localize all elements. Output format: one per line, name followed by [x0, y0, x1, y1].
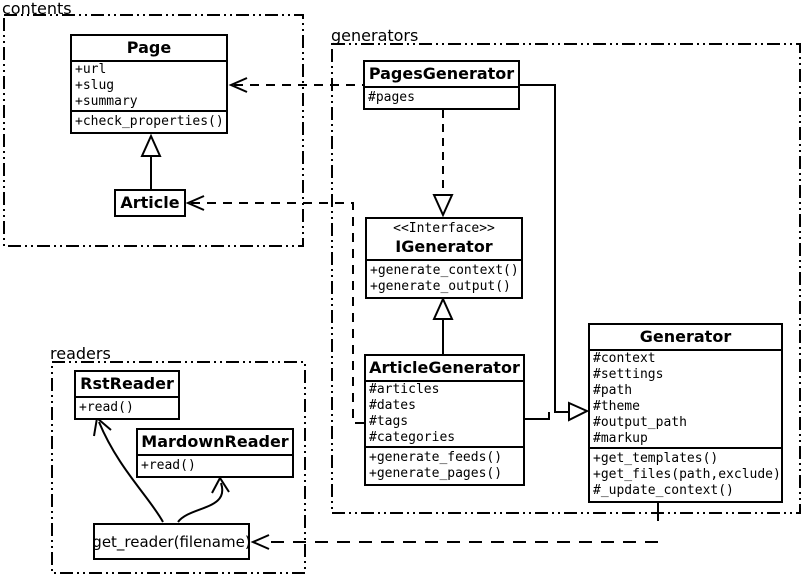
package-label-readers: readers	[50, 344, 111, 363]
stereotype-label: <<Interface>>	[393, 221, 495, 236]
class-generator-title: Generator	[590, 325, 781, 351]
class-articlegenerator: ArticleGenerator #articles #dates #tags …	[364, 354, 525, 486]
open-arrowhead	[211, 476, 230, 494]
attribute: #theme	[593, 399, 640, 414]
class-igenerator-header: <<Interface>> IGenerator	[367, 219, 521, 261]
generators-package-border	[331, 43, 801, 514]
method: +get_files(path,exclude)	[593, 467, 781, 482]
edge-getreader-to-mardownreader	[177, 476, 230, 523]
attribute: #pages	[368, 90, 415, 105]
class-page: Page +url +slug +summary +check_properti…	[70, 34, 228, 134]
class-mardownreader-methods: +read()	[138, 456, 292, 476]
class-igenerator-methods: +generate_context() +generate_output()	[367, 261, 521, 297]
attribute: #tags	[369, 414, 409, 429]
class-rstreader: RstReader +read()	[74, 370, 180, 420]
class-page-attributes: +url +slug +summary	[72, 62, 226, 112]
class-articlegenerator-methods: +generate_feeds() +generate_pages()	[366, 448, 523, 484]
attribute: #output_path	[593, 415, 687, 430]
attribute: #articles	[369, 382, 440, 397]
class-pagesgenerator: PagesGenerator #pages	[363, 60, 520, 110]
attribute: +url	[75, 62, 107, 77]
generalization-triangle	[432, 296, 454, 320]
class-rstreader-title: RstReader	[76, 372, 178, 398]
function-get-reader: get_reader(filename)	[92, 523, 251, 560]
open-arrowhead	[93, 416, 112, 437]
class-igenerator-title: IGenerator	[395, 237, 493, 256]
class-article: Article	[114, 189, 186, 217]
class-mardownreader-title: MardownReader	[138, 430, 292, 456]
class-mardownreader: MardownReader +read()	[136, 428, 294, 478]
attribute: #categories	[369, 430, 456, 445]
realization-triangle	[432, 194, 454, 218]
class-generator-methods: +get_templates() +get_files(path,exclude…	[590, 449, 781, 501]
edge-articlegenerator-extends-igenerator	[432, 296, 454, 354]
attribute: #dates	[369, 398, 416, 413]
attribute: #markup	[593, 431, 648, 446]
method: +generate_output()	[370, 279, 511, 294]
package-label-generators: generators	[331, 26, 419, 45]
attribute: #context	[593, 351, 656, 366]
method: +read()	[141, 458, 196, 473]
readers-package-border	[51, 361, 306, 574]
package-label-contents: contents	[2, 0, 72, 18]
edge-articlegenerator-to-article-dependency	[185, 195, 364, 424]
method: +generate_feeds()	[369, 450, 503, 465]
class-articlegenerator-title: ArticleGenerator	[366, 356, 523, 382]
attribute: +slug	[75, 78, 115, 93]
class-generator-attributes: #context #settings #path #theme #output_…	[590, 351, 781, 449]
class-igenerator: <<Interface>> IGenerator +generate_conte…	[365, 217, 523, 299]
contents-package-border	[3, 14, 304, 247]
attribute: +summary	[75, 94, 138, 109]
class-generator: Generator #context #settings #path #them…	[588, 323, 783, 503]
method: +check_properties()	[75, 114, 224, 129]
class-pagesgenerator-title: PagesGenerator	[365, 62, 518, 88]
open-arrowhead	[185, 195, 205, 211]
class-pagesgenerator-attributes: #pages	[365, 88, 518, 108]
class-article-title: Article	[120, 193, 180, 212]
method: +generate_context()	[370, 263, 519, 278]
edge-pagesgenerator-to-page-dependency	[228, 77, 363, 93]
method: +generate_pages()	[369, 466, 503, 481]
class-articlegenerator-attributes: #articles #dates #tags #categories	[366, 382, 523, 448]
class-page-methods: +check_properties()	[72, 112, 226, 132]
attribute: #path	[593, 383, 633, 398]
open-arrowhead	[250, 534, 270, 550]
edge-generators-extend-generator	[520, 84, 590, 422]
edge-article-extends-page	[140, 133, 162, 189]
attribute: #settings	[593, 367, 664, 382]
method: +get_templates()	[593, 451, 719, 466]
open-arrowhead	[228, 77, 248, 93]
method: #_update_context()	[593, 483, 734, 498]
method: +read()	[79, 400, 134, 415]
class-rstreader-methods: +read()	[76, 398, 178, 418]
class-page-title: Page	[72, 36, 226, 62]
generalization-triangle	[140, 133, 162, 157]
edge-generator-to-getreader-dependency	[250, 503, 659, 550]
generalization-triangle	[568, 401, 590, 422]
edge-pagesgenerator-realizes-igenerator	[432, 110, 454, 218]
function-get-reader-label: get_reader(filename)	[92, 532, 251, 551]
